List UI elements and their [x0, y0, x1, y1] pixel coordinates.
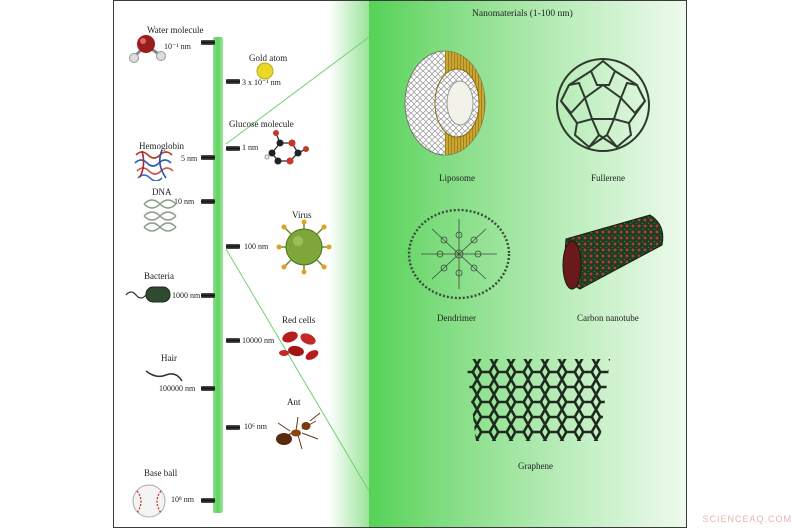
- liposome-label: Liposome: [439, 173, 475, 183]
- hemoglobin-image: [132, 147, 176, 181]
- graphene-label: Graphene: [518, 461, 553, 471]
- tick-water: [201, 40, 215, 45]
- tick-gold: [226, 79, 240, 84]
- ant-label: Ant: [287, 397, 301, 407]
- gold-atom-image: [255, 61, 275, 81]
- fullerene-label: Fullerene: [591, 173, 625, 183]
- hair-label: Hair: [161, 353, 177, 363]
- tick-bacteria: [201, 293, 215, 298]
- zoom-leader-lines: [225, 36, 370, 492]
- carbon-nanotube-image: [558, 211, 670, 297]
- dna-size: 10 nm: [174, 197, 195, 206]
- baseball-image: [131, 483, 167, 519]
- ant-size: 10⁶ nm: [244, 422, 268, 431]
- glucose-size: 1 nm: [242, 143, 259, 152]
- red-cells-label: Red cells: [282, 315, 316, 325]
- virus-label: Virus: [292, 210, 312, 220]
- tick-hair: [201, 386, 215, 391]
- dendrimer-image: [406, 207, 512, 301]
- red-cells-image: [278, 327, 322, 361]
- glucose-molecule-image: [260, 127, 310, 167]
- virus-size: 100 nm: [244, 242, 269, 251]
- watermark: SCIENCEAQ.COM: [702, 514, 792, 524]
- tick-virus: [226, 244, 240, 249]
- fullerene-image: [551, 55, 655, 155]
- bacteria-label: Bacteria: [144, 271, 174, 281]
- tick-red-cells: [226, 338, 240, 343]
- water-molecule-size: 10⁻¹ nm: [164, 42, 191, 51]
- bacteria-image: [124, 283, 172, 305]
- glucose-label: Glucose molecule: [229, 119, 294, 129]
- hemoglobin-label: Hemoglobin: [139, 141, 184, 151]
- tick-glucose: [226, 146, 240, 151]
- hair-size: 100000 nm: [159, 384, 196, 393]
- nanomaterials-title: Nanomaterials (1-100 nm): [472, 9, 573, 19]
- baseball-size: 10⁸ nm: [171, 495, 195, 504]
- liposome-image: [402, 47, 488, 159]
- hemoglobin-size: 5 nm: [181, 154, 198, 163]
- dna-label: DNA: [152, 187, 172, 197]
- ant-image: [272, 409, 322, 455]
- virus-image: [276, 219, 332, 275]
- gold-atom-size: 3 x 10⁻¹ nm: [242, 78, 281, 87]
- bacteria-size: 1000 nm: [172, 291, 201, 300]
- water-molecule-label: Water molecule: [147, 25, 204, 35]
- hair-image: [144, 365, 184, 385]
- water-molecule-image: [126, 31, 170, 65]
- scale-bar: [213, 37, 223, 513]
- dendrimer-label: Dendrimer: [437, 313, 476, 323]
- dna-image: [142, 198, 178, 232]
- graphene-image: [460, 357, 616, 443]
- gold-atom-label: Gold atom: [249, 53, 288, 63]
- tick-ant: [226, 425, 240, 430]
- baseball-label: Base ball: [144, 468, 178, 478]
- tick-hemoglobin: [201, 155, 215, 160]
- carbon-nanotube-label: Carbon nanotube: [577, 313, 639, 323]
- tick-dna: [201, 199, 215, 204]
- diagram-frame: Water molecule 10⁻¹ nm Hemoglobin 5 nm D…: [113, 0, 687, 528]
- tick-baseball: [201, 498, 215, 503]
- red-cells-size: 10000 nm: [242, 336, 275, 345]
